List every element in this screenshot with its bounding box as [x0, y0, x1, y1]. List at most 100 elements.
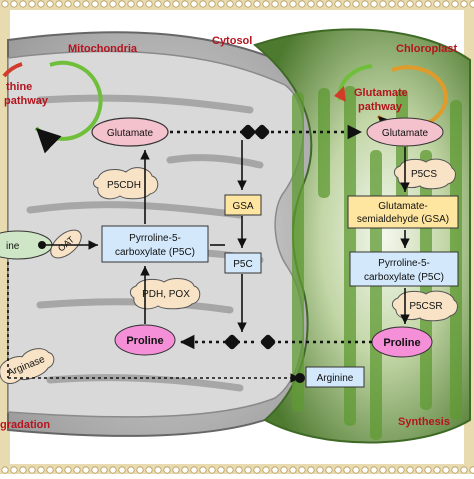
- membrane-bead: [73, 466, 81, 474]
- p5cdh-label: P5CDH: [107, 180, 141, 191]
- mito-glutamate-label: Glutamate: [107, 128, 154, 139]
- membrane-bead: [118, 0, 126, 8]
- membrane-bead: [244, 0, 252, 8]
- arginine-node: [305, 366, 365, 388]
- membrane-bead: [451, 0, 459, 8]
- membrane-bead: [145, 466, 153, 474]
- membrane-bead: [10, 0, 18, 8]
- chloro-p5c-line2: carboxylate (P5C): [364, 272, 444, 283]
- chloro-glutamate-node: [366, 117, 444, 147]
- membrane-bead: [460, 0, 468, 8]
- membrane-bead: [190, 0, 198, 8]
- membrane-bead: [379, 466, 387, 474]
- oat-enzyme: OAT: [50, 229, 82, 259]
- membrane-bead: [136, 0, 144, 8]
- pdh-pox-label: PDH, POX: [142, 289, 190, 300]
- membrane-bead: [1, 466, 9, 474]
- chloro-cycle-line2: pathway: [358, 101, 403, 113]
- mito-p5c-line1: Pyrroline-5-: [129, 233, 181, 244]
- chloro-gsa-line2: semialdehyde (GSA): [357, 214, 449, 225]
- membrane-bead: [352, 466, 360, 474]
- membrane-bead: [298, 0, 306, 8]
- membrane-bead: [442, 0, 450, 8]
- membrane-bead: [109, 0, 117, 8]
- p5cs-enzyme: [393, 158, 456, 190]
- membrane-bead: [433, 466, 441, 474]
- membrane-bead: [262, 0, 270, 8]
- membrane-bead: [271, 466, 279, 474]
- membrane-bead: [208, 466, 216, 474]
- membrane-bead: [334, 0, 342, 8]
- membrane-bead: [82, 466, 90, 474]
- mito-cycle-line1: thine: [6, 81, 32, 93]
- degradation-label: gradation: [0, 419, 50, 431]
- membrane-bead: [424, 0, 432, 8]
- p5cs-label: P5CS: [411, 169, 437, 180]
- membrane-bead: [109, 466, 117, 474]
- membrane-bead: [379, 0, 387, 8]
- membrane-bead: [244, 466, 252, 474]
- membrane-bead: [10, 466, 18, 474]
- chloro-gsa-node: [347, 195, 459, 229]
- membrane-bead: [46, 466, 54, 474]
- membrane-bead: [28, 0, 36, 8]
- pathway-arrows: [7, 140, 410, 383]
- membrane-bead: [397, 0, 405, 8]
- membrane-bead: [37, 466, 45, 474]
- membrane-bead: [163, 466, 171, 474]
- membrane-bead: [298, 466, 306, 474]
- membrane-bead: [208, 0, 216, 8]
- membrane-bead: [325, 0, 333, 8]
- membrane-bead: [289, 466, 297, 474]
- membrane-bead: [253, 466, 261, 474]
- membrane-bead: [307, 466, 315, 474]
- membrane-bead: [172, 0, 180, 8]
- membrane-bead: [136, 466, 144, 474]
- membrane-bead: [307, 0, 315, 8]
- transporters: [38, 124, 305, 383]
- chloro-p5c-line1: Pyrroline-5-: [378, 258, 430, 269]
- mito-p5c-line2: carboxylate (P5C): [115, 247, 195, 258]
- membrane-bead: [451, 466, 459, 474]
- membrane-bead: [226, 466, 234, 474]
- membrane-bead: [190, 466, 198, 474]
- membrane-bead: [469, 0, 474, 8]
- membrane-bead: [460, 466, 468, 474]
- membrane-bead: [73, 0, 81, 8]
- membrane-bead: [163, 0, 171, 8]
- membrane-bead: [172, 466, 180, 474]
- membrane-bead: [352, 0, 360, 8]
- membrane-bead: [271, 0, 279, 8]
- membrane-bead: [91, 466, 99, 474]
- membrane-bead: [181, 0, 189, 8]
- membrane-bead: [82, 0, 90, 8]
- membrane-bead: [55, 466, 63, 474]
- chloro-p5c-node: [349, 251, 459, 287]
- membrane-bead: [253, 0, 261, 8]
- mito-proline-node: [114, 324, 176, 356]
- membrane-bead: [361, 0, 369, 8]
- membrane-bead: [64, 0, 72, 8]
- arginase-enzyme: Arginase: [0, 348, 55, 385]
- membrane-bead: [64, 466, 72, 474]
- membrane-bead: [154, 0, 162, 8]
- cytosol-p5c-node: [224, 252, 262, 274]
- membrane-bead: [442, 466, 450, 474]
- membrane-bead: [316, 0, 324, 8]
- membrane-bead: [28, 466, 36, 474]
- membrane-bead: [19, 0, 27, 8]
- cytosol-label: Cytosol: [212, 35, 252, 47]
- chloroplast-label: Chloroplast: [396, 43, 457, 55]
- membrane-bead: [280, 466, 288, 474]
- membrane-bead: [289, 0, 297, 8]
- membrane-bead: [415, 466, 423, 474]
- membrane-bead: [406, 466, 414, 474]
- pdh-pox-enzyme: [129, 278, 201, 310]
- membrane-bead: [361, 466, 369, 474]
- chloro-proline-label: Proline: [383, 337, 420, 349]
- mitochondria-label: Mitochondria: [68, 43, 138, 55]
- membrane-bead: [127, 466, 135, 474]
